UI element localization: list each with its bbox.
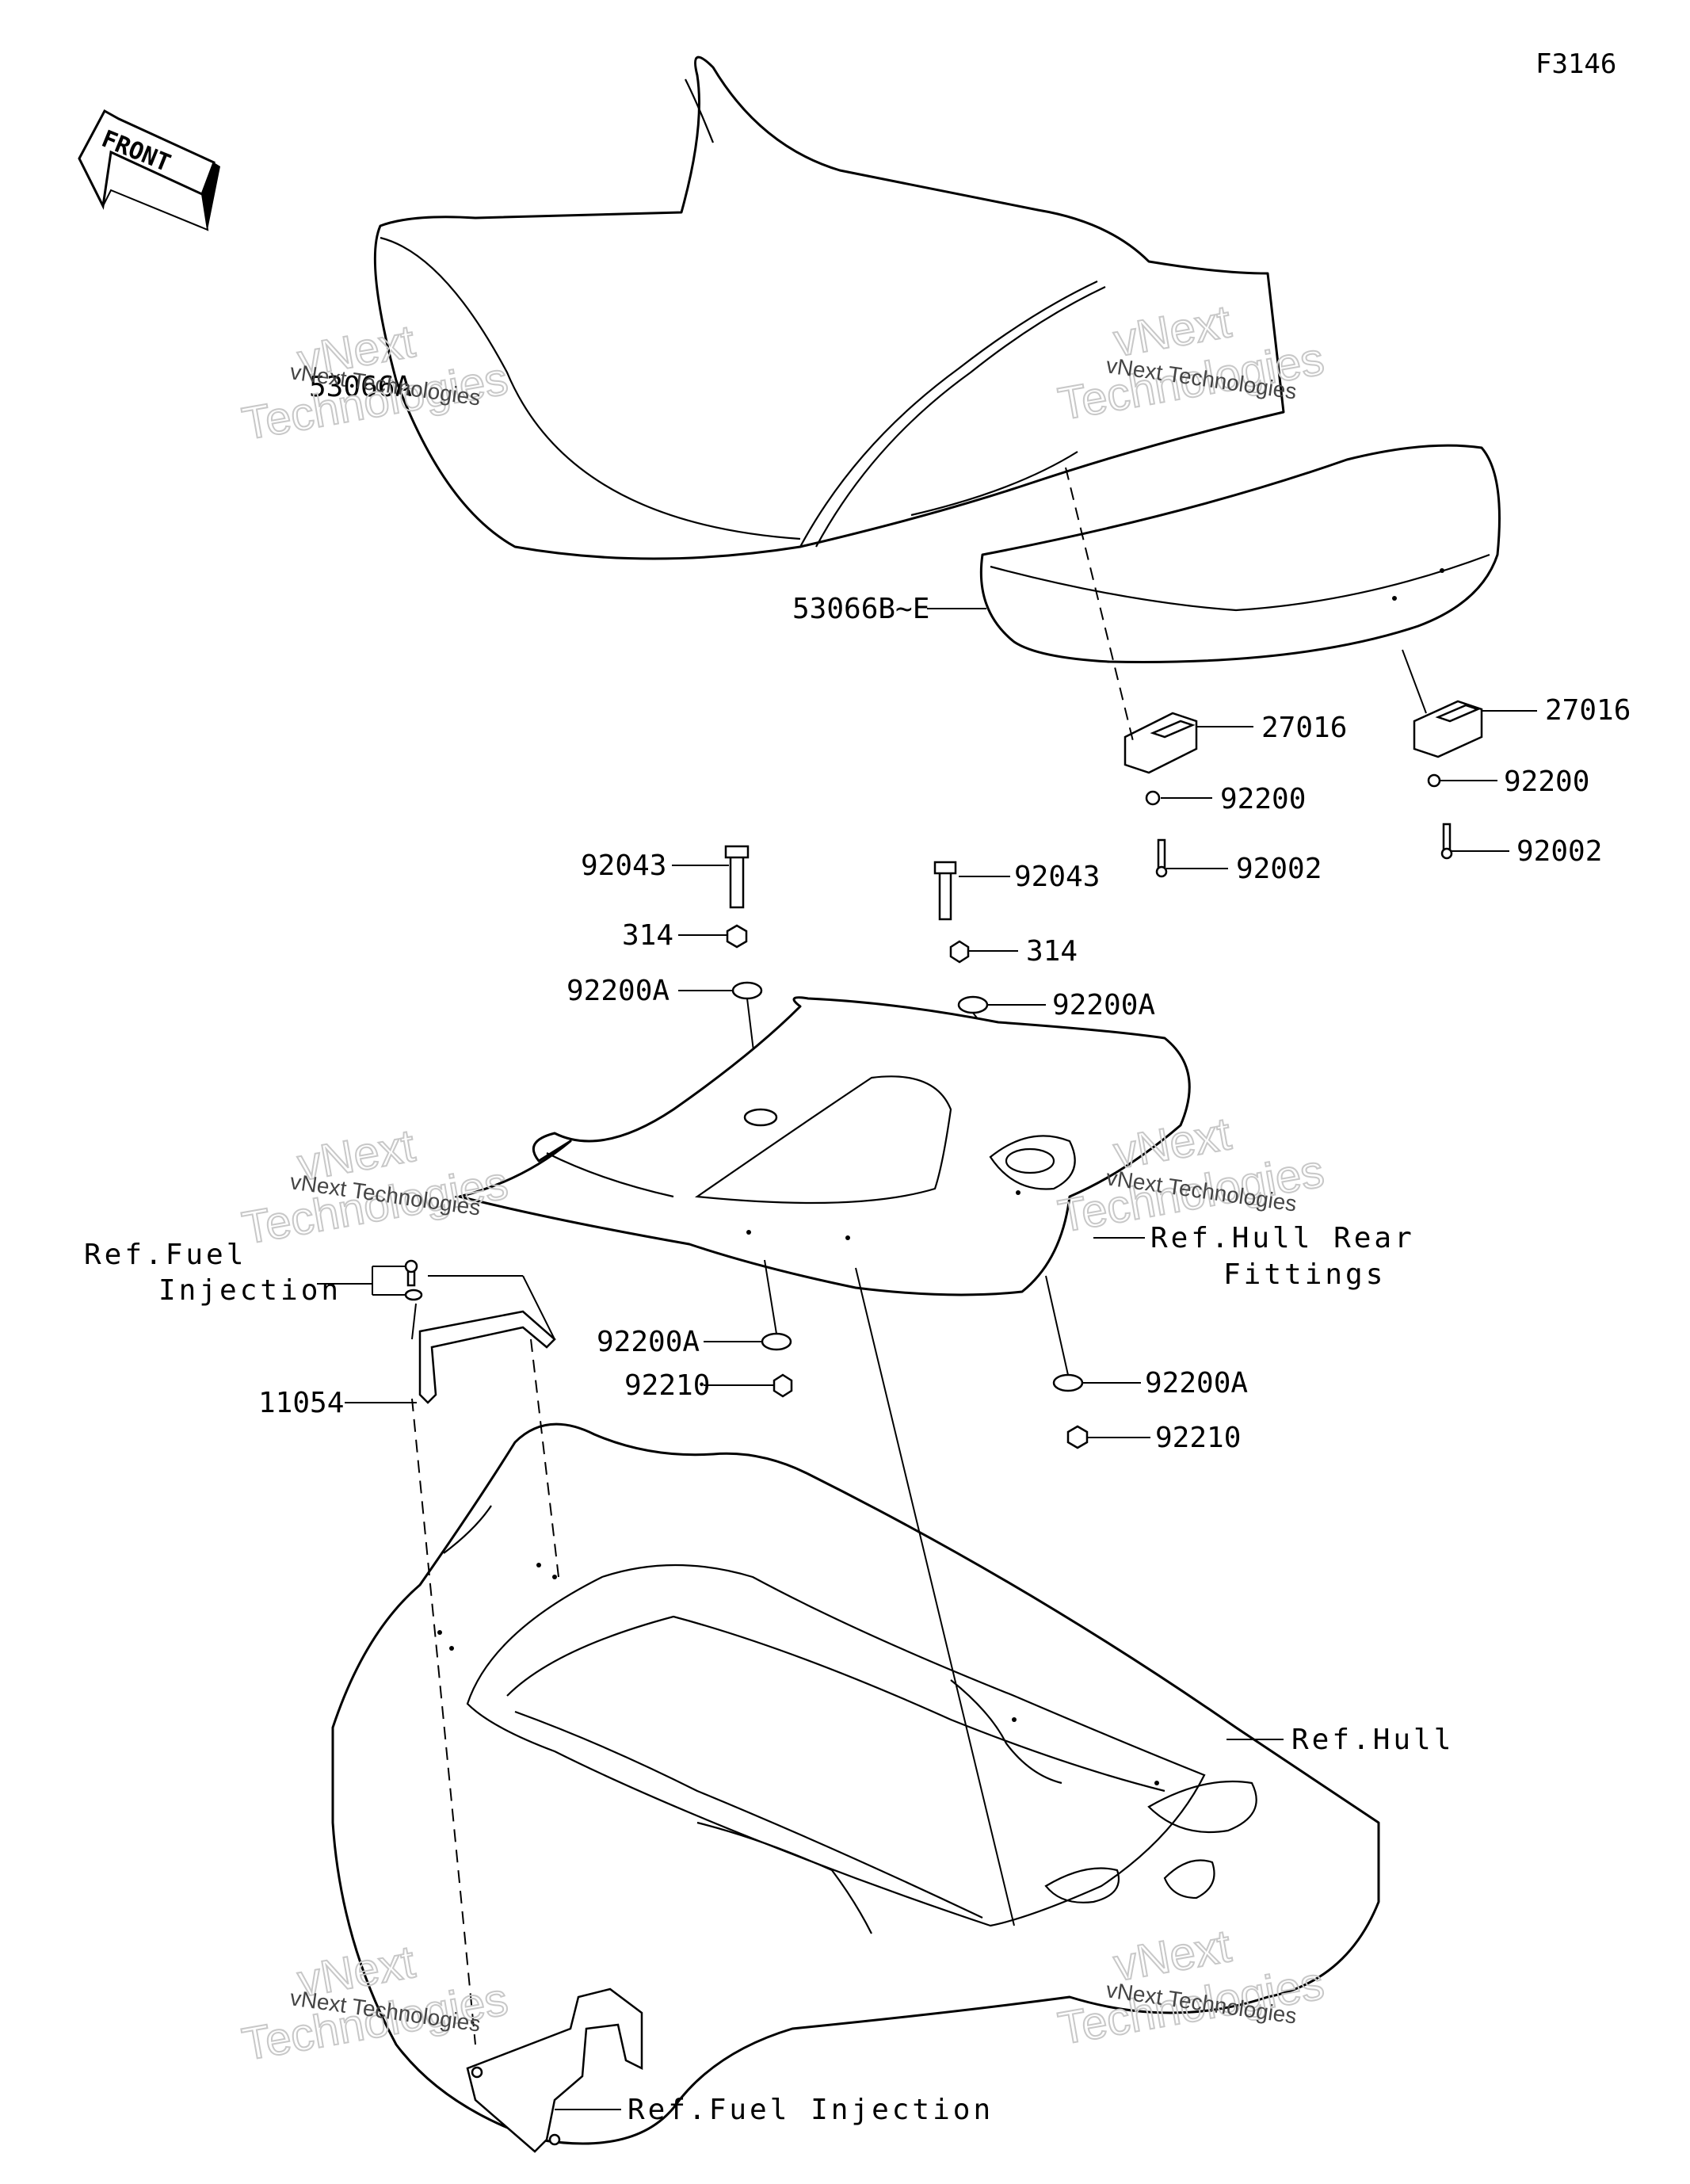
leader-lines [317,608,1537,2110]
label-314-left: 314 [622,919,673,952]
label-53066B-E: 53066B~E [792,593,929,625]
bracket-11054-icon [404,1259,556,1404]
figure-code: F3146 [1535,48,1616,80]
label-92200-right: 92200 [1504,766,1589,798]
front-arrow-icon: FRONT [78,109,220,231]
ref-fuel-injection-bottom: Ref.Fuel Injection [628,2094,994,2126]
label-92002-right: 92002 [1516,835,1602,868]
rear-seat-drawing [979,444,1501,663]
label-92200A-lower-right: 92200A [1145,1367,1248,1399]
ref-hull-rear-fittings-line2: Fittings [1223,1258,1386,1291]
label-92210-left: 92210 [624,1369,710,1402]
label-92200A-upper-right: 92200A [1052,989,1155,1021]
ref-hull: Ref.Hull [1291,1724,1454,1756]
ref-fuel-injection-top-line1: Ref.Fuel [84,1239,246,1271]
assembly-lines [411,1267,1015,2045]
upper-fasteners [724,845,1031,1110]
label-92002-left: 92002 [1236,853,1322,885]
bracket-27016-left-icon [1123,712,1198,774]
label-92200-left: 92200 [1220,783,1306,815]
label-11054: 11054 [258,1387,344,1419]
rear-fittings-frame-drawing [458,996,1191,1296]
front-seat-drawing [373,55,1285,560]
ref-fuel-injection-top-line2: Injection [158,1274,341,1307]
label-92210-right: 92210 [1155,1422,1241,1454]
ref-hull-rear-fittings-line1: Ref.Hull Rear [1150,1222,1415,1254]
fuel-injection-bracket-icon [466,1987,643,2153]
label-92043-left: 92043 [581,850,666,882]
lower-fasteners [761,1259,1089,1449]
hull-drawing [331,1422,1380,2145]
label-92200A-lower-left: 92200A [597,1326,700,1358]
watermark-bottom-left: vNext Technologies vNext Technologies [238,1935,513,2071]
label-92200A-upper-left: 92200A [567,975,670,1007]
label-53066A: 53066A [309,371,412,403]
label-27016-right: 27016 [1545,694,1631,727]
bracket-27016-right-icon [1413,700,1483,758]
label-27016-left: 27016 [1261,712,1347,744]
seat-fasteners [1065,467,1453,878]
watermark-middle-left: vNext Technologies vNext Technologies [238,1119,513,1255]
label-92043-right: 92043 [1014,861,1100,893]
label-314-right: 314 [1026,935,1078,968]
